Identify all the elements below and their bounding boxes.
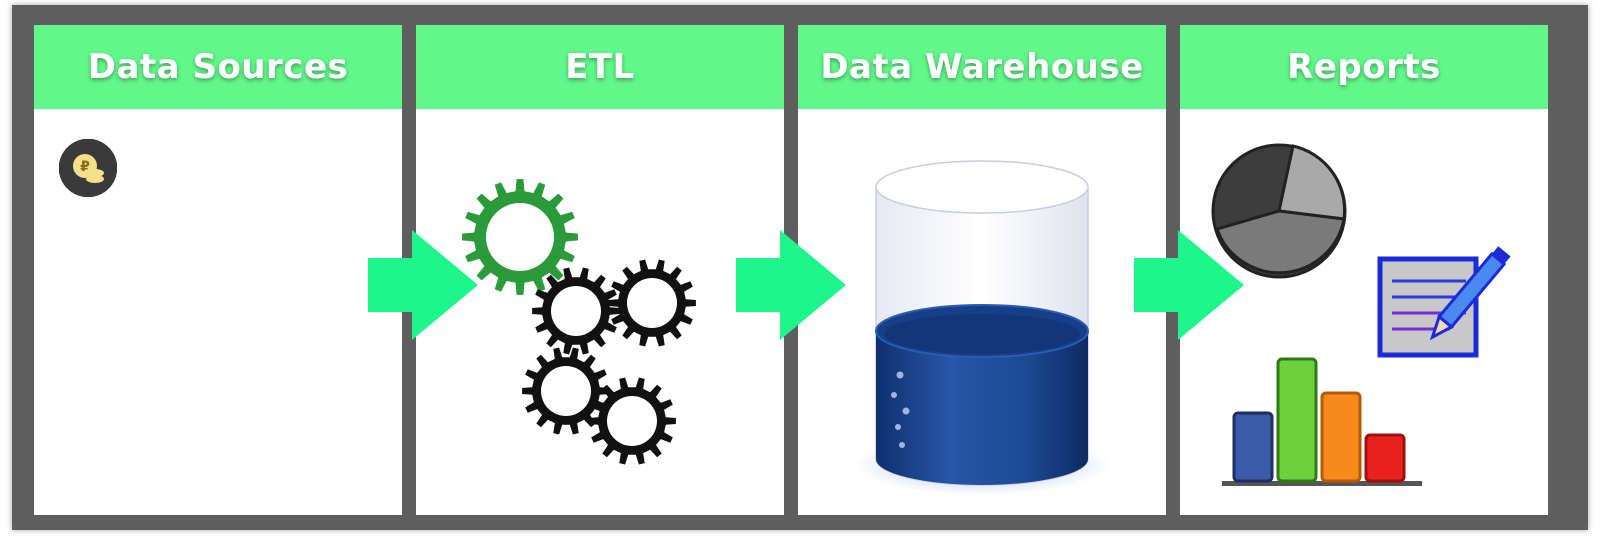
gear-icon (532, 267, 620, 355)
water-fill (876, 331, 1088, 485)
panel-header: Data Sources (34, 25, 402, 109)
gear-icon-green (462, 179, 578, 295)
pie-chart-icon (1211, 143, 1347, 279)
panel-title: Reports (1287, 47, 1441, 87)
panel-data-sources: Data Sources (34, 25, 402, 515)
panel-header: Data Warehouse (798, 25, 1166, 109)
flow-arrow-icon (1134, 230, 1244, 340)
report-icons (1211, 143, 1511, 486)
coin-stack-icon: ₽ (59, 139, 117, 197)
svg-text:₽: ₽ (80, 159, 90, 175)
document-pencil-icon (1377, 246, 1511, 358)
panel-header: ETL (416, 25, 784, 109)
database-cylinder-icon (854, 160, 1110, 495)
panel-etl: ETL (416, 25, 784, 515)
etl-gears (462, 179, 696, 465)
diagram-frame: Data Sources (12, 5, 1588, 530)
panel-body: ₽ (34, 109, 402, 515)
panel-data-warehouse: Data Warehouse (798, 25, 1166, 515)
flow-arrow-icon (368, 230, 478, 340)
panel-title: ETL (565, 47, 635, 87)
gear-icon (522, 347, 610, 435)
panel-reports: Reports (1180, 25, 1548, 515)
flow-arrow-icon (736, 230, 846, 340)
gear-icon (588, 377, 676, 465)
bar-chart-icon (1222, 357, 1422, 486)
panel-body (1180, 109, 1548, 515)
gear-icon (608, 259, 696, 347)
panel-body (798, 109, 1166, 515)
panel-body (416, 109, 784, 515)
panel-title: Data Warehouse (820, 47, 1144, 87)
panel-title: Data Sources (87, 47, 349, 87)
panel-header: Reports (1180, 25, 1548, 109)
